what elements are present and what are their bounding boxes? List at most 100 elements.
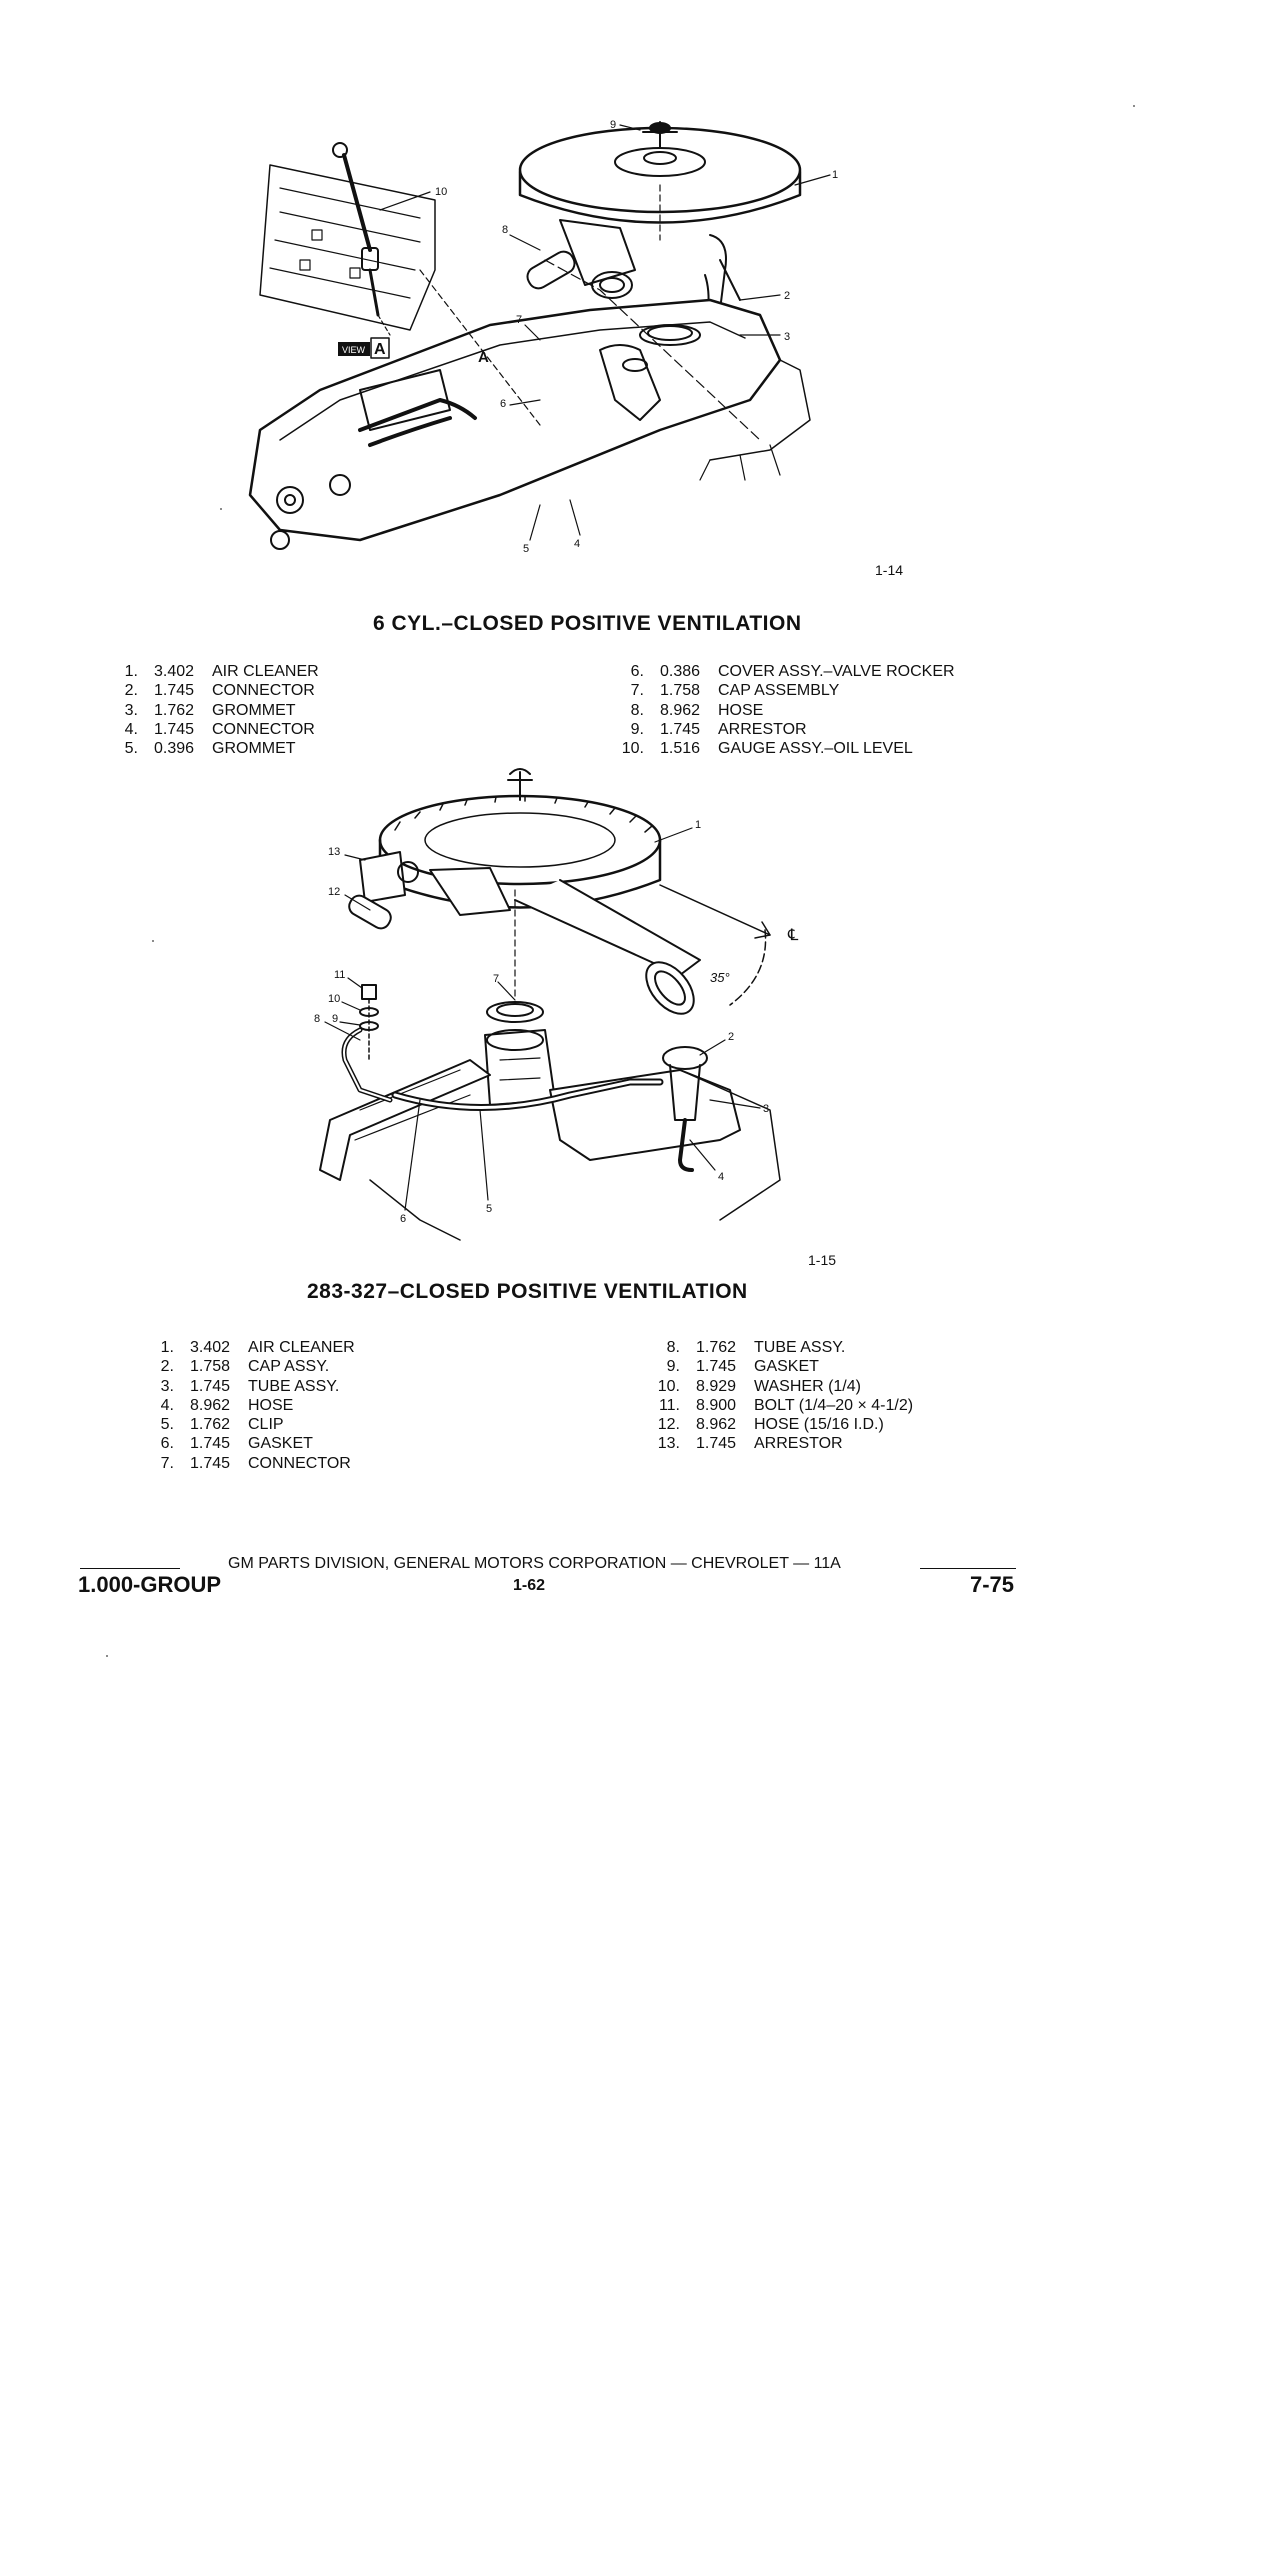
part-number: 10. — [621, 740, 644, 758]
part-number: 11. — [658, 1396, 680, 1414]
part-code: 0.386 — [660, 663, 701, 680]
part-code: 8.900 — [696, 1396, 737, 1414]
part-description: GROMMET — [212, 701, 296, 719]
part-number: 1. — [160, 1339, 174, 1356]
part-description: CONNECTOR — [248, 1454, 351, 1472]
footer-rule-left — [80, 1568, 180, 1569]
view-a-block-sketch — [259, 164, 436, 331]
callout-6: 6 — [500, 398, 506, 410]
part-number: 9. — [666, 1358, 680, 1376]
footer-date: 7-75 — [970, 1572, 1015, 1597]
part-code: 1.762 — [190, 1416, 231, 1434]
part-description: HOSE — [718, 701, 764, 719]
part-description: GROMMET — [212, 740, 296, 758]
footer-group: 1.000-GROUP — [78, 1572, 222, 1597]
callout-2-7: 7 — [493, 973, 499, 985]
callout-2-3: 3 — [763, 1103, 769, 1115]
footer-page-number: 1-62 — [513, 1577, 546, 1594]
part-number: 7. — [630, 682, 644, 700]
part-number: 2. — [160, 1358, 174, 1376]
part-code: 1.762 — [154, 701, 195, 719]
part-description: ARRESTOR — [718, 720, 807, 738]
part-row: 2. 1.758 CAP ASSY. — [152, 1357, 355, 1376]
callout-2-8: 8 — [314, 1013, 320, 1025]
part-number: 4. — [124, 720, 138, 738]
air-cleaner-housing-2 — [359, 768, 701, 1015]
part-description: ARRESTOR — [754, 1435, 843, 1453]
part-number: 8. — [630, 701, 644, 719]
callout-1: 1 — [832, 169, 838, 181]
callout-2-1: 1 — [695, 819, 701, 831]
part-number: 4. — [160, 1396, 174, 1414]
part-number: 10. — [657, 1377, 680, 1395]
callout-2-6: 6 — [400, 1213, 406, 1225]
part-description: WASHER (1/4) — [754, 1377, 861, 1395]
part-number: 5. — [160, 1416, 174, 1434]
part-description: GASKET — [754, 1358, 819, 1376]
part-number: 12. — [657, 1416, 680, 1434]
carburetor-and-covers — [319, 1029, 781, 1241]
callout-10: 10 — [435, 186, 447, 198]
callout-2-9: 9 — [332, 1013, 338, 1025]
part-row: 3. 1.762 GROMMET — [116, 701, 319, 720]
callout-2-2: 2 — [728, 1031, 734, 1043]
part-code: 1.758 — [190, 1358, 231, 1376]
part-description: AIR CLEANER — [212, 663, 319, 680]
part-description: CONNECTOR — [212, 720, 315, 738]
part-code: 1.745 — [190, 1435, 231, 1453]
part-description: CAP ASSY. — [248, 1358, 330, 1376]
part-code: 1.745 — [190, 1454, 231, 1472]
part-number: 3. — [124, 701, 138, 719]
callout-2-11: 11 — [334, 969, 345, 981]
air-cleaner-housing — [518, 121, 802, 311]
figure-ref-1-14: 1-14 — [875, 562, 904, 578]
part-code: 1.516 — [660, 740, 701, 758]
part-description: AIR CLEANER — [248, 1339, 355, 1356]
part-code: 8.962 — [660, 701, 701, 719]
part-description: CAP ASSEMBLY — [718, 682, 840, 700]
cap-assy-2 — [662, 1046, 708, 1172]
callout-4: 4 — [574, 538, 580, 550]
part-number: 2. — [124, 682, 138, 700]
view-label: VIEW — [342, 345, 366, 355]
part-row: 12. 8.962 HOSE (15/16 I.D.) — [650, 1415, 913, 1434]
part-code: 1.762 — [696, 1339, 737, 1356]
footer-corporation: GM PARTS DIVISION, GENERAL MOTORS CORPOR… — [228, 1555, 841, 1572]
part-code: 1.745 — [696, 1358, 737, 1376]
part-number: 5. — [124, 740, 138, 758]
callout-2-12: 12 — [328, 886, 340, 898]
part-code: 1.745 — [696, 1435, 737, 1453]
part-code: 8.962 — [696, 1416, 737, 1434]
hose-8 — [526, 250, 576, 290]
part-row: 8. 8.962 HOSE — [614, 701, 955, 720]
part-description: HOSE (15/16 I.D.) — [754, 1416, 884, 1434]
part-row: 9. 1.745 ARRESTOR — [614, 720, 955, 739]
valve-rocker-cover — [248, 298, 811, 550]
part-code: 1.745 — [660, 720, 701, 738]
part-number: 9. — [630, 720, 644, 738]
figure-6cyl-ventilation: 1 2 3 4 5 6 7 8 9 10 VIEW A A — [240, 100, 920, 600]
callout-9: 9 — [610, 119, 616, 131]
part-number: 7. — [160, 1454, 174, 1472]
part-code: 0.396 — [154, 740, 195, 758]
part-row: 5. 0.396 GROMMET — [116, 739, 319, 758]
part-number: 1. — [124, 663, 138, 680]
part-description: HOSE — [248, 1396, 294, 1414]
scan-speck — [1133, 105, 1135, 107]
callout-3: 3 — [784, 331, 790, 343]
angle-label: 35° — [710, 970, 730, 985]
scan-speck — [220, 508, 222, 510]
callout-2-5: 5 — [486, 1203, 492, 1215]
part-code: 1.745 — [154, 682, 195, 700]
part-number: 3. — [160, 1377, 174, 1395]
